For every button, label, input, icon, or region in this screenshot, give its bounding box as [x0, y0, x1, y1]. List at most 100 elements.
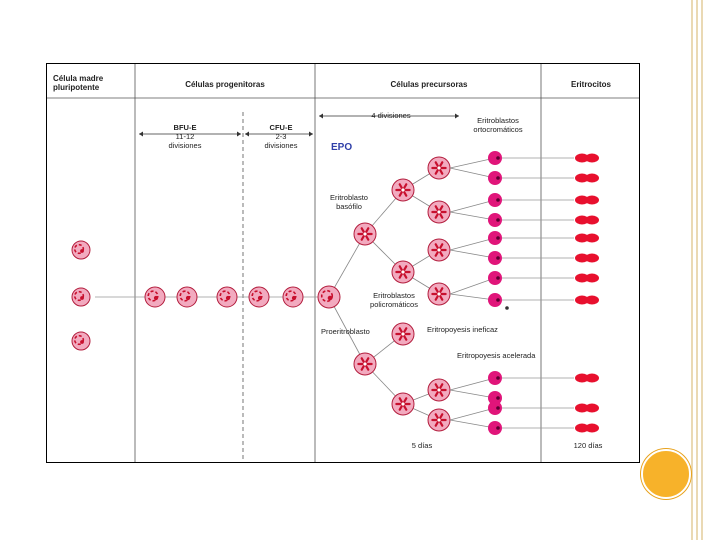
erythrocyte-cell [582, 405, 592, 411]
cell-nucleus-center [437, 418, 441, 422]
erythrocyte-cell [582, 375, 592, 381]
cell-nucleus-core [185, 295, 191, 301]
reticulocyte-cell [488, 271, 502, 285]
label-bfu-e: BFU-E [173, 123, 197, 132]
reticulocyte-cell [488, 251, 502, 265]
reticulocyte-cell [488, 231, 502, 245]
slide-border-stripe-3 [701, 0, 703, 540]
reticulocyte-nucleus-remnant [496, 236, 500, 240]
cell-nucleus-center [437, 248, 441, 252]
reticulocyte-nucleus-remnant [496, 156, 500, 160]
cell-nucleus-center [437, 292, 441, 296]
cell-nucleus-core [327, 295, 333, 301]
cell-nucleus-center [401, 332, 405, 336]
label-epo: EPO [331, 142, 353, 153]
erythrocyte-cell [582, 425, 592, 431]
reticulocyte-branch [449, 249, 496, 259]
header-progenitors: Células progenitoras [185, 80, 265, 89]
label-bfu-divisions: 11-12 divisiones [168, 132, 202, 150]
header-precursors: Células precursoras [390, 80, 468, 89]
reticulocyte-nucleus-remnant [496, 276, 500, 280]
reticulocyte-branch [449, 167, 496, 179]
reticulocyte-nucleus-remnant [496, 218, 500, 222]
reticulocyte-cell [488, 213, 502, 227]
label-cfu-divisions: 2-3 divisiones [264, 132, 298, 150]
reticulocyte-nucleus-remnant [496, 256, 500, 260]
reticulocyte-nucleus-remnant [496, 298, 500, 302]
cell-nucleus-center [363, 232, 367, 236]
cell-nucleus-core [80, 249, 84, 253]
slide-border-stripe-2 [696, 0, 698, 540]
cell-nucleus-center [437, 166, 441, 170]
erythrocyte-cell [582, 197, 592, 203]
erythrocyte-cell [582, 235, 592, 241]
arrow-head [455, 113, 459, 119]
cell-nucleus [73, 243, 85, 255]
reticulocyte-nucleus-remnant [496, 426, 500, 430]
lineage-branch [328, 233, 366, 298]
cell-nucleus [320, 289, 334, 303]
label-120-days: 120 días [573, 441, 603, 450]
reticulocyte-nucleus-remnant [496, 176, 500, 180]
cell-nucleus-center [363, 362, 367, 366]
cell-nucleus [219, 290, 231, 302]
cell-nucleus-center [401, 270, 405, 274]
erythrocyte-cell [582, 275, 592, 281]
label-accelerated: Eritropoyesis acelerada [457, 351, 536, 360]
arrow-head [237, 131, 241, 137]
cell-nucleus [179, 290, 191, 302]
diagram-graphics [47, 64, 639, 462]
label-four-divisions: 4 divisiones [371, 111, 411, 120]
cell-nucleus [147, 290, 159, 302]
erythrocyte-cell [582, 175, 592, 181]
reticulocyte-branch [449, 157, 496, 169]
cell-nucleus-center [437, 210, 441, 214]
slide-border-stripe-1 [691, 0, 693, 540]
cell-nucleus-core [257, 295, 263, 301]
reticulocyte-branch [449, 419, 496, 429]
reticulocyte-branch [449, 199, 496, 213]
label-polychromatic: Eritroblastos policromáticos [370, 291, 418, 309]
label-basophil: Eritroblasto basófilo [330, 193, 368, 211]
label-five-days: 5 días [411, 441, 433, 450]
cell-nucleus [73, 290, 85, 302]
reticulocyte-cell [488, 421, 502, 435]
header-erythrocytes: Eritrocitos [570, 80, 611, 89]
label-ineffective: Eritropoyesis ineficaz [427, 325, 498, 334]
reticulocyte-nucleus-remnant [496, 406, 500, 410]
arrow-head [309, 131, 313, 137]
label-proerythroblast: Proeritroblasto [321, 327, 370, 336]
cell-nucleus-center [437, 388, 441, 392]
cell-nucleus [73, 334, 85, 346]
reticulocyte-branch [449, 211, 496, 221]
expelled-nucleus [505, 306, 509, 310]
reticulocyte-branch [449, 277, 496, 295]
reticulocyte-cell [488, 371, 502, 385]
cell-nucleus-core [225, 295, 231, 301]
erythrocyte-cell [582, 155, 592, 161]
erythrocyte-cell [582, 255, 592, 261]
erythrocyte-cell [582, 217, 592, 223]
lineage-branch [328, 296, 366, 365]
cell-nucleus-core [80, 296, 84, 300]
arrow-head [139, 131, 143, 137]
cell-nucleus-center [401, 188, 405, 192]
arrow-head [245, 131, 249, 137]
reticulocyte-branch [449, 237, 496, 251]
reticulocyte-nucleus-remnant [496, 376, 500, 380]
reticulocyte-cell [488, 293, 502, 307]
arrow-head [319, 113, 323, 119]
reticulocyte-cell [488, 171, 502, 185]
erythrocyte-cell [582, 297, 592, 303]
reticulocyte-branch [449, 407, 496, 421]
label-orthochromatic: Eritroblastos ortocromáticos [473, 116, 523, 134]
erythropoiesis-diagram: Célula madre pluripotente Células progen… [46, 63, 640, 463]
cell-nucleus-center [401, 402, 405, 406]
label-cfu-e: CFU-E [269, 123, 293, 132]
reticulocyte-cell [488, 193, 502, 207]
reticulocyte-nucleus-remnant [496, 396, 500, 400]
reticulocyte-branch [449, 293, 496, 301]
cell-nucleus-core [80, 340, 84, 344]
cell-nucleus-core [153, 295, 159, 301]
reticulocyte-cell [488, 151, 502, 165]
